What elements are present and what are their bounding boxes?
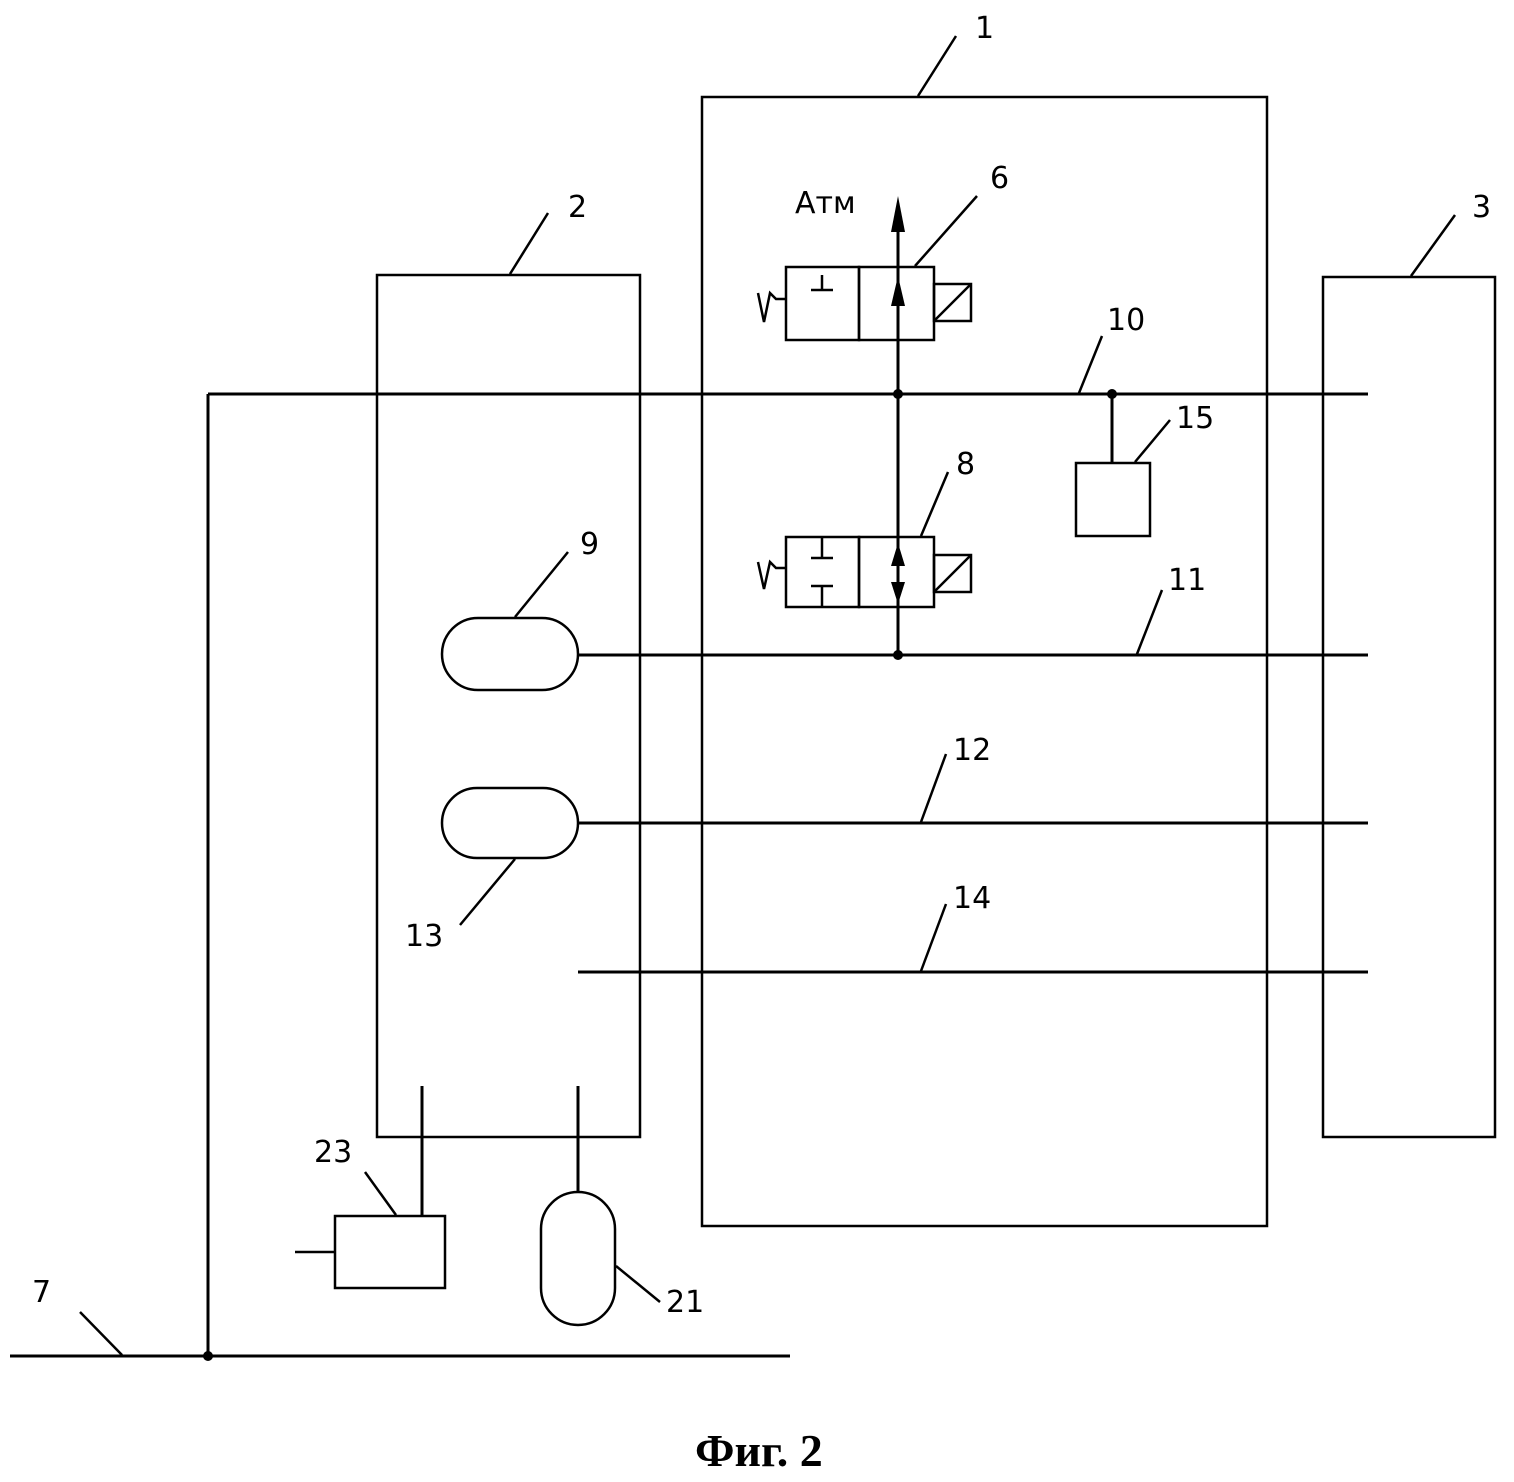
label-12: 12: [953, 733, 991, 768]
flow-arrow-icon: [891, 276, 905, 306]
leader-2: [508, 212, 550, 275]
flow-arrow-up-icon: [891, 543, 905, 566]
line-10: 10: [206, 303, 1368, 1356]
spring-icon: [756, 559, 786, 590]
leader-14: [919, 903, 948, 972]
leader-6: [914, 195, 978, 267]
line-11: 11: [578, 563, 1368, 660]
reservoir-13: 13: [405, 786, 580, 954]
label-1: 1: [975, 11, 994, 46]
leader-7: [79, 1311, 123, 1356]
solenoid-icon: [932, 553, 973, 594]
reservoir-21: 21: [539, 1086, 704, 1327]
label-10: 10: [1107, 303, 1145, 338]
device-23: 23: [295, 1086, 447, 1290]
block-1: 1: [700, 11, 1269, 1228]
leader-13: [459, 858, 516, 926]
leader-1: [916, 35, 958, 97]
label-6: 6: [990, 161, 1009, 196]
leader-15: [1134, 419, 1171, 463]
sensor-15: 15: [1074, 394, 1214, 538]
leader-21: [615, 1265, 661, 1303]
label-8: 8: [956, 447, 975, 482]
label-14: 14: [953, 881, 991, 916]
spring-icon: [756, 290, 786, 323]
block-3: 3: [1321, 190, 1497, 1139]
leader-8: [919, 471, 950, 537]
leader-11: [1135, 589, 1164, 655]
leader-10: [1077, 335, 1104, 394]
line-7: 7: [10, 1275, 790, 1361]
label-23: 23: [314, 1135, 352, 1170]
line-14: 14: [578, 881, 1368, 974]
label-9: 9: [580, 527, 599, 562]
reservoir-9: 9: [440, 527, 599, 692]
valve-8: 8: [756, 447, 975, 609]
leader-23: [363, 1171, 398, 1216]
label-11: 11: [1168, 563, 1206, 598]
valve-6: 6: [756, 161, 1009, 342]
junction-dot: [893, 650, 903, 660]
label-7: 7: [32, 1275, 51, 1310]
label-3: 3: [1472, 190, 1491, 225]
figure-caption: Фиг. 2: [695, 1425, 823, 1476]
flow-arrow-down-icon: [891, 582, 905, 604]
atmosphere-arrow-icon: [891, 196, 905, 232]
label-21: 21: [666, 1285, 704, 1320]
solenoid-icon: [932, 282, 973, 323]
label-2: 2: [568, 190, 587, 225]
leader-9: [514, 551, 569, 618]
atmosphere-label: Атм: [795, 186, 856, 221]
leader-3: [1409, 214, 1457, 277]
label-15: 15: [1176, 401, 1214, 436]
block-2: 2: [375, 190, 642, 1139]
junction-dot: [203, 1351, 213, 1361]
line-12: 12: [578, 733, 1368, 825]
label-13: 13: [405, 919, 443, 954]
leader-12: [919, 753, 948, 823]
